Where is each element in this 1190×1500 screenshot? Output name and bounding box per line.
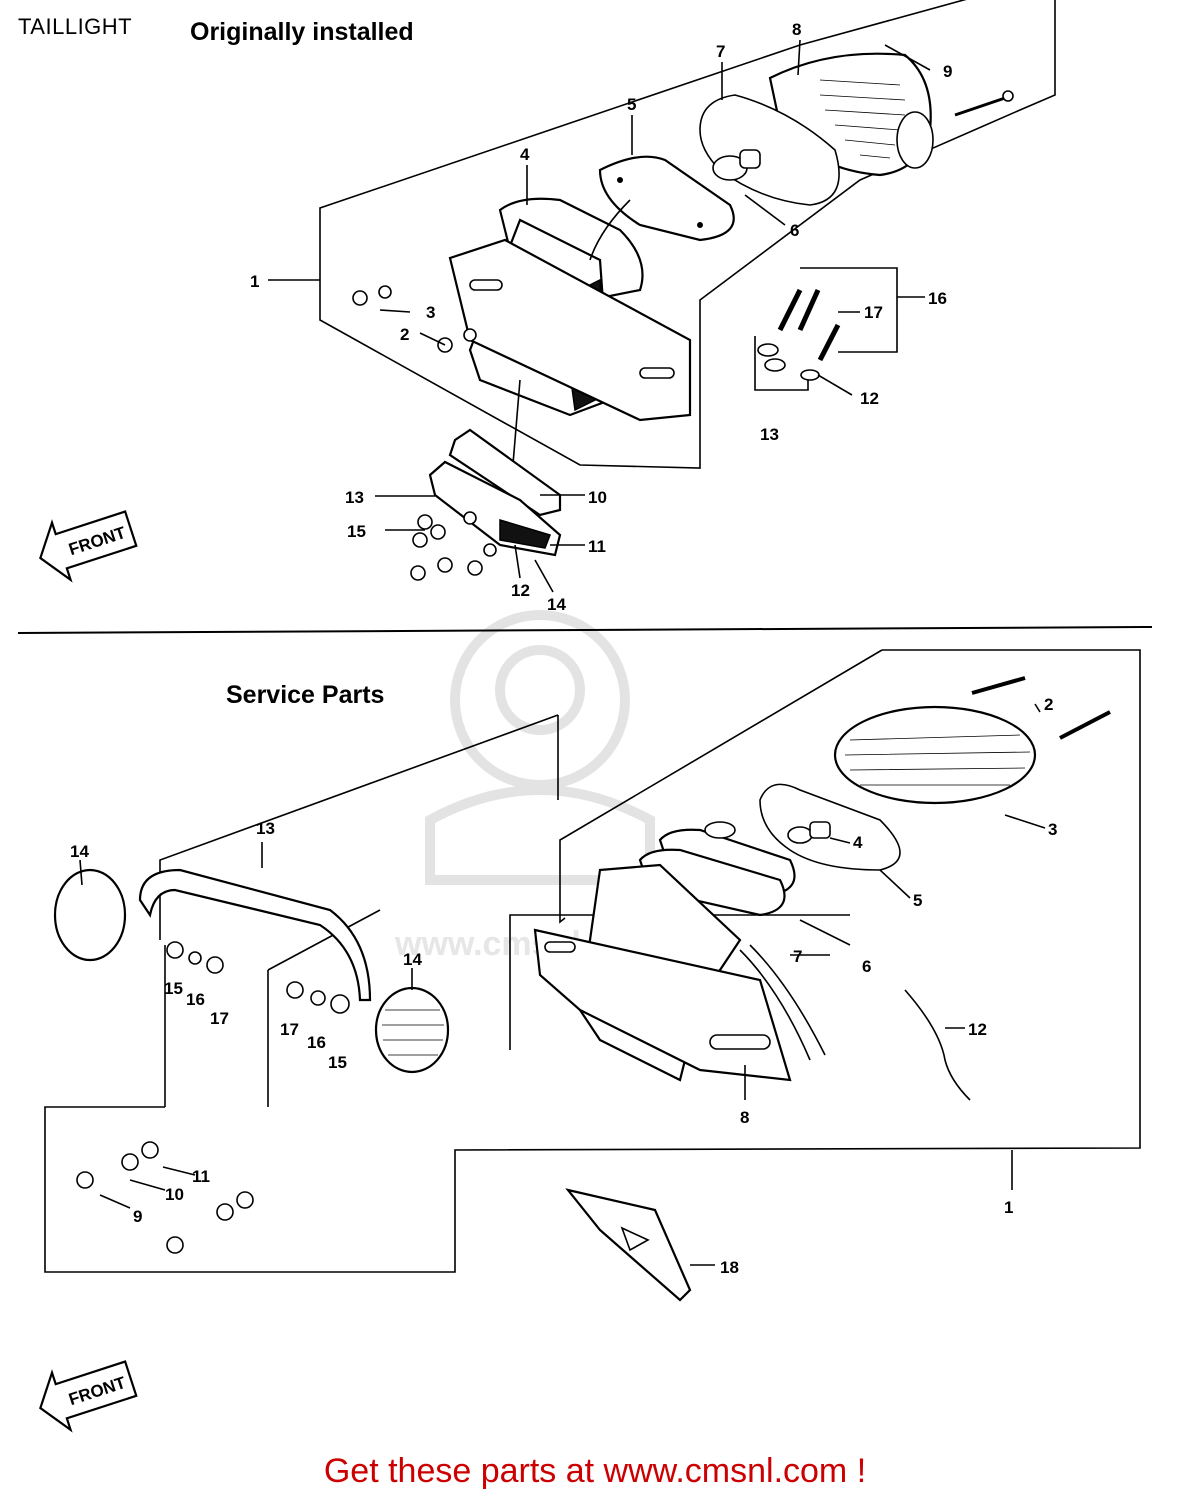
callout-5: 5 <box>627 95 636 114</box>
callout-1: 1 <box>250 272 259 291</box>
original-assembly <box>268 0 1056 593</box>
callout-4: 4 <box>520 145 530 164</box>
service-callout-17a: 17 <box>210 1009 229 1028</box>
callout-10: 10 <box>588 488 607 507</box>
footer-link[interactable]: Get these parts at www.cmsnl.com ! <box>323 1452 867 1490</box>
service-callout-5: 5 <box>913 891 922 910</box>
service-assembly <box>44 649 1141 1302</box>
service-callout-11: 11 <box>192 1167 210 1186</box>
front-arrow-bottom-icon: FRONT <box>39 1360 138 1433</box>
service-callout-9: 9 <box>133 1207 142 1226</box>
service-callout-13: 13 <box>256 819 275 838</box>
service-callout-14a: 14 <box>70 842 89 861</box>
callout-17: 17 <box>864 303 883 322</box>
callout-8: 8 <box>792 20 801 39</box>
service-callout-15b: 15 <box>328 1053 347 1072</box>
front-arrow-icon: FRONT <box>39 510 138 583</box>
callout-14: 14 <box>547 595 566 614</box>
service-callout-16b: 16 <box>307 1033 326 1052</box>
callout-13: 13 <box>345 488 364 507</box>
callout-15: 15 <box>347 522 366 541</box>
callouts-service: 1 2 3 4 5 6 7 8 9 10 11 12 13 14 14 15 1… <box>70 695 1057 1277</box>
service-callout-17b: 17 <box>280 1020 299 1039</box>
section-divider <box>17 626 1153 634</box>
service-callout-3: 3 <box>1048 820 1057 839</box>
callout-7: 7 <box>716 42 725 61</box>
service-callout-6: 6 <box>862 957 871 976</box>
callouts-original: 1 2 3 4 5 6 7 8 9 10 11 12 13 14 15 16 1… <box>250 20 952 614</box>
service-callout-10: 10 <box>165 1185 184 1204</box>
service-callout-2: 2 <box>1044 695 1053 714</box>
service-callout-16a: 16 <box>186 990 205 1009</box>
callout-9: 9 <box>943 62 952 81</box>
service-callout-14b: 14 <box>403 950 422 969</box>
service-callout-15a: 15 <box>164 979 183 998</box>
service-callout-18: 18 <box>720 1258 739 1277</box>
callout-16: 16 <box>928 289 947 308</box>
page-title: TAILLIGHT <box>18 14 133 39</box>
callout-2: 2 <box>400 325 409 344</box>
callout-11: 11 <box>588 537 606 556</box>
service-callout-8: 8 <box>740 1108 749 1127</box>
callout-12: 12 <box>511 581 530 600</box>
service-callout-12: 12 <box>968 1020 987 1039</box>
callout-12b: 12 <box>860 389 879 408</box>
callout-13b: 13 <box>760 425 779 444</box>
callout-3: 3 <box>426 303 435 322</box>
section-heading-service: Service Parts <box>226 681 385 709</box>
service-callout-1: 1 <box>1004 1198 1013 1217</box>
callout-6: 6 <box>790 221 799 240</box>
service-callout-7: 7 <box>793 947 802 966</box>
section-heading-original: Originally installed <box>190 18 414 46</box>
service-callout-4: 4 <box>853 833 863 852</box>
